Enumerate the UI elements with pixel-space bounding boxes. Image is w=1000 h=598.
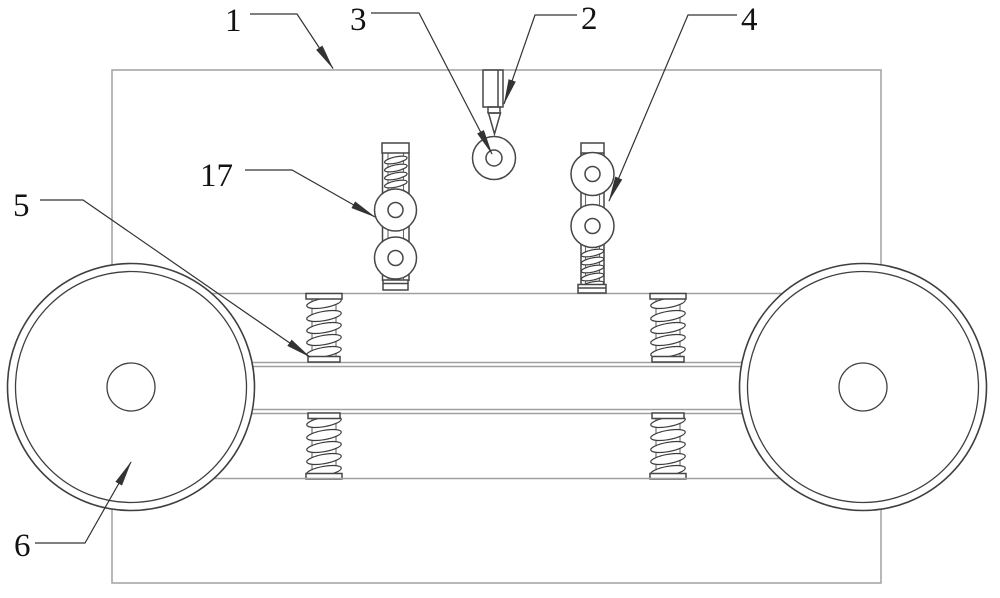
spring-mount-plate — [651, 355, 685, 363]
right-lower-roller-axle — [584, 217, 601, 235]
nozzle-tip — [487, 112, 502, 137]
guide-ring — [471, 135, 517, 181]
nozzle-neck — [487, 106, 501, 114]
reference-numerals: 1 2 3 4 17 5 6 — [13, 1, 758, 564]
label-5: 5 — [13, 188, 30, 224]
feed-nozzle — [482, 69, 504, 137]
suspension-spring-lower-left — [305, 412, 343, 480]
label-17: 17 — [200, 158, 233, 194]
label-3: 3 — [350, 2, 367, 38]
spring-mount-plate — [307, 412, 341, 420]
suspension-spring-lower-right — [649, 412, 687, 480]
right-wheel — [738, 262, 988, 512]
leader-lines — [35, 12, 737, 544]
suspension-spring-upper-right — [649, 292, 687, 363]
right-lower-roller — [570, 203, 615, 249]
bracket-foot — [382, 279, 409, 291]
leader-line-6 — [35, 461, 132, 544]
right-upper-roller — [570, 151, 615, 197]
leader-line-5 — [40, 199, 311, 358]
leader-line-3 — [371, 12, 493, 155]
left-wheel-rim — [14, 270, 248, 504]
left-lower-roller — [373, 236, 418, 280]
base-plate — [111, 477, 882, 584]
left-lower-roller-axle — [387, 249, 404, 267]
label-1: 1 — [225, 3, 242, 39]
leader-line-2 — [503, 14, 577, 105]
leader-line-1 — [250, 13, 334, 70]
right-roller-unit — [570, 142, 615, 294]
left-upper-roller-axle — [387, 201, 404, 219]
label-6: 6 — [14, 528, 31, 564]
label-2: 2 — [581, 1, 598, 37]
guide-ring-hole — [485, 149, 503, 167]
left-wheel-hub — [106, 362, 156, 412]
left-roller-unit — [373, 142, 418, 291]
bracket-cap — [580, 142, 605, 154]
leader-line-17 — [245, 169, 376, 218]
left-upper-roller — [373, 188, 418, 232]
right-upper-roller-axle — [584, 165, 601, 183]
leader-line-4 — [608, 14, 737, 202]
left-wheel — [6, 262, 256, 512]
nozzle-body — [482, 69, 504, 108]
spring-mount-plate — [307, 355, 341, 363]
guide-ring-outer — [471, 135, 517, 181]
label-4: 4 — [741, 2, 758, 38]
bracket-cap — [381, 142, 410, 154]
spring-mount-plate — [649, 292, 687, 300]
spring-mount-plate — [305, 292, 343, 300]
spring-mount-plate — [651, 412, 685, 420]
right-wheel-rim — [746, 270, 980, 504]
suspension-spring-upper-left — [305, 292, 343, 363]
right-wheel-hub — [838, 362, 888, 412]
base-outline — [111, 477, 882, 584]
